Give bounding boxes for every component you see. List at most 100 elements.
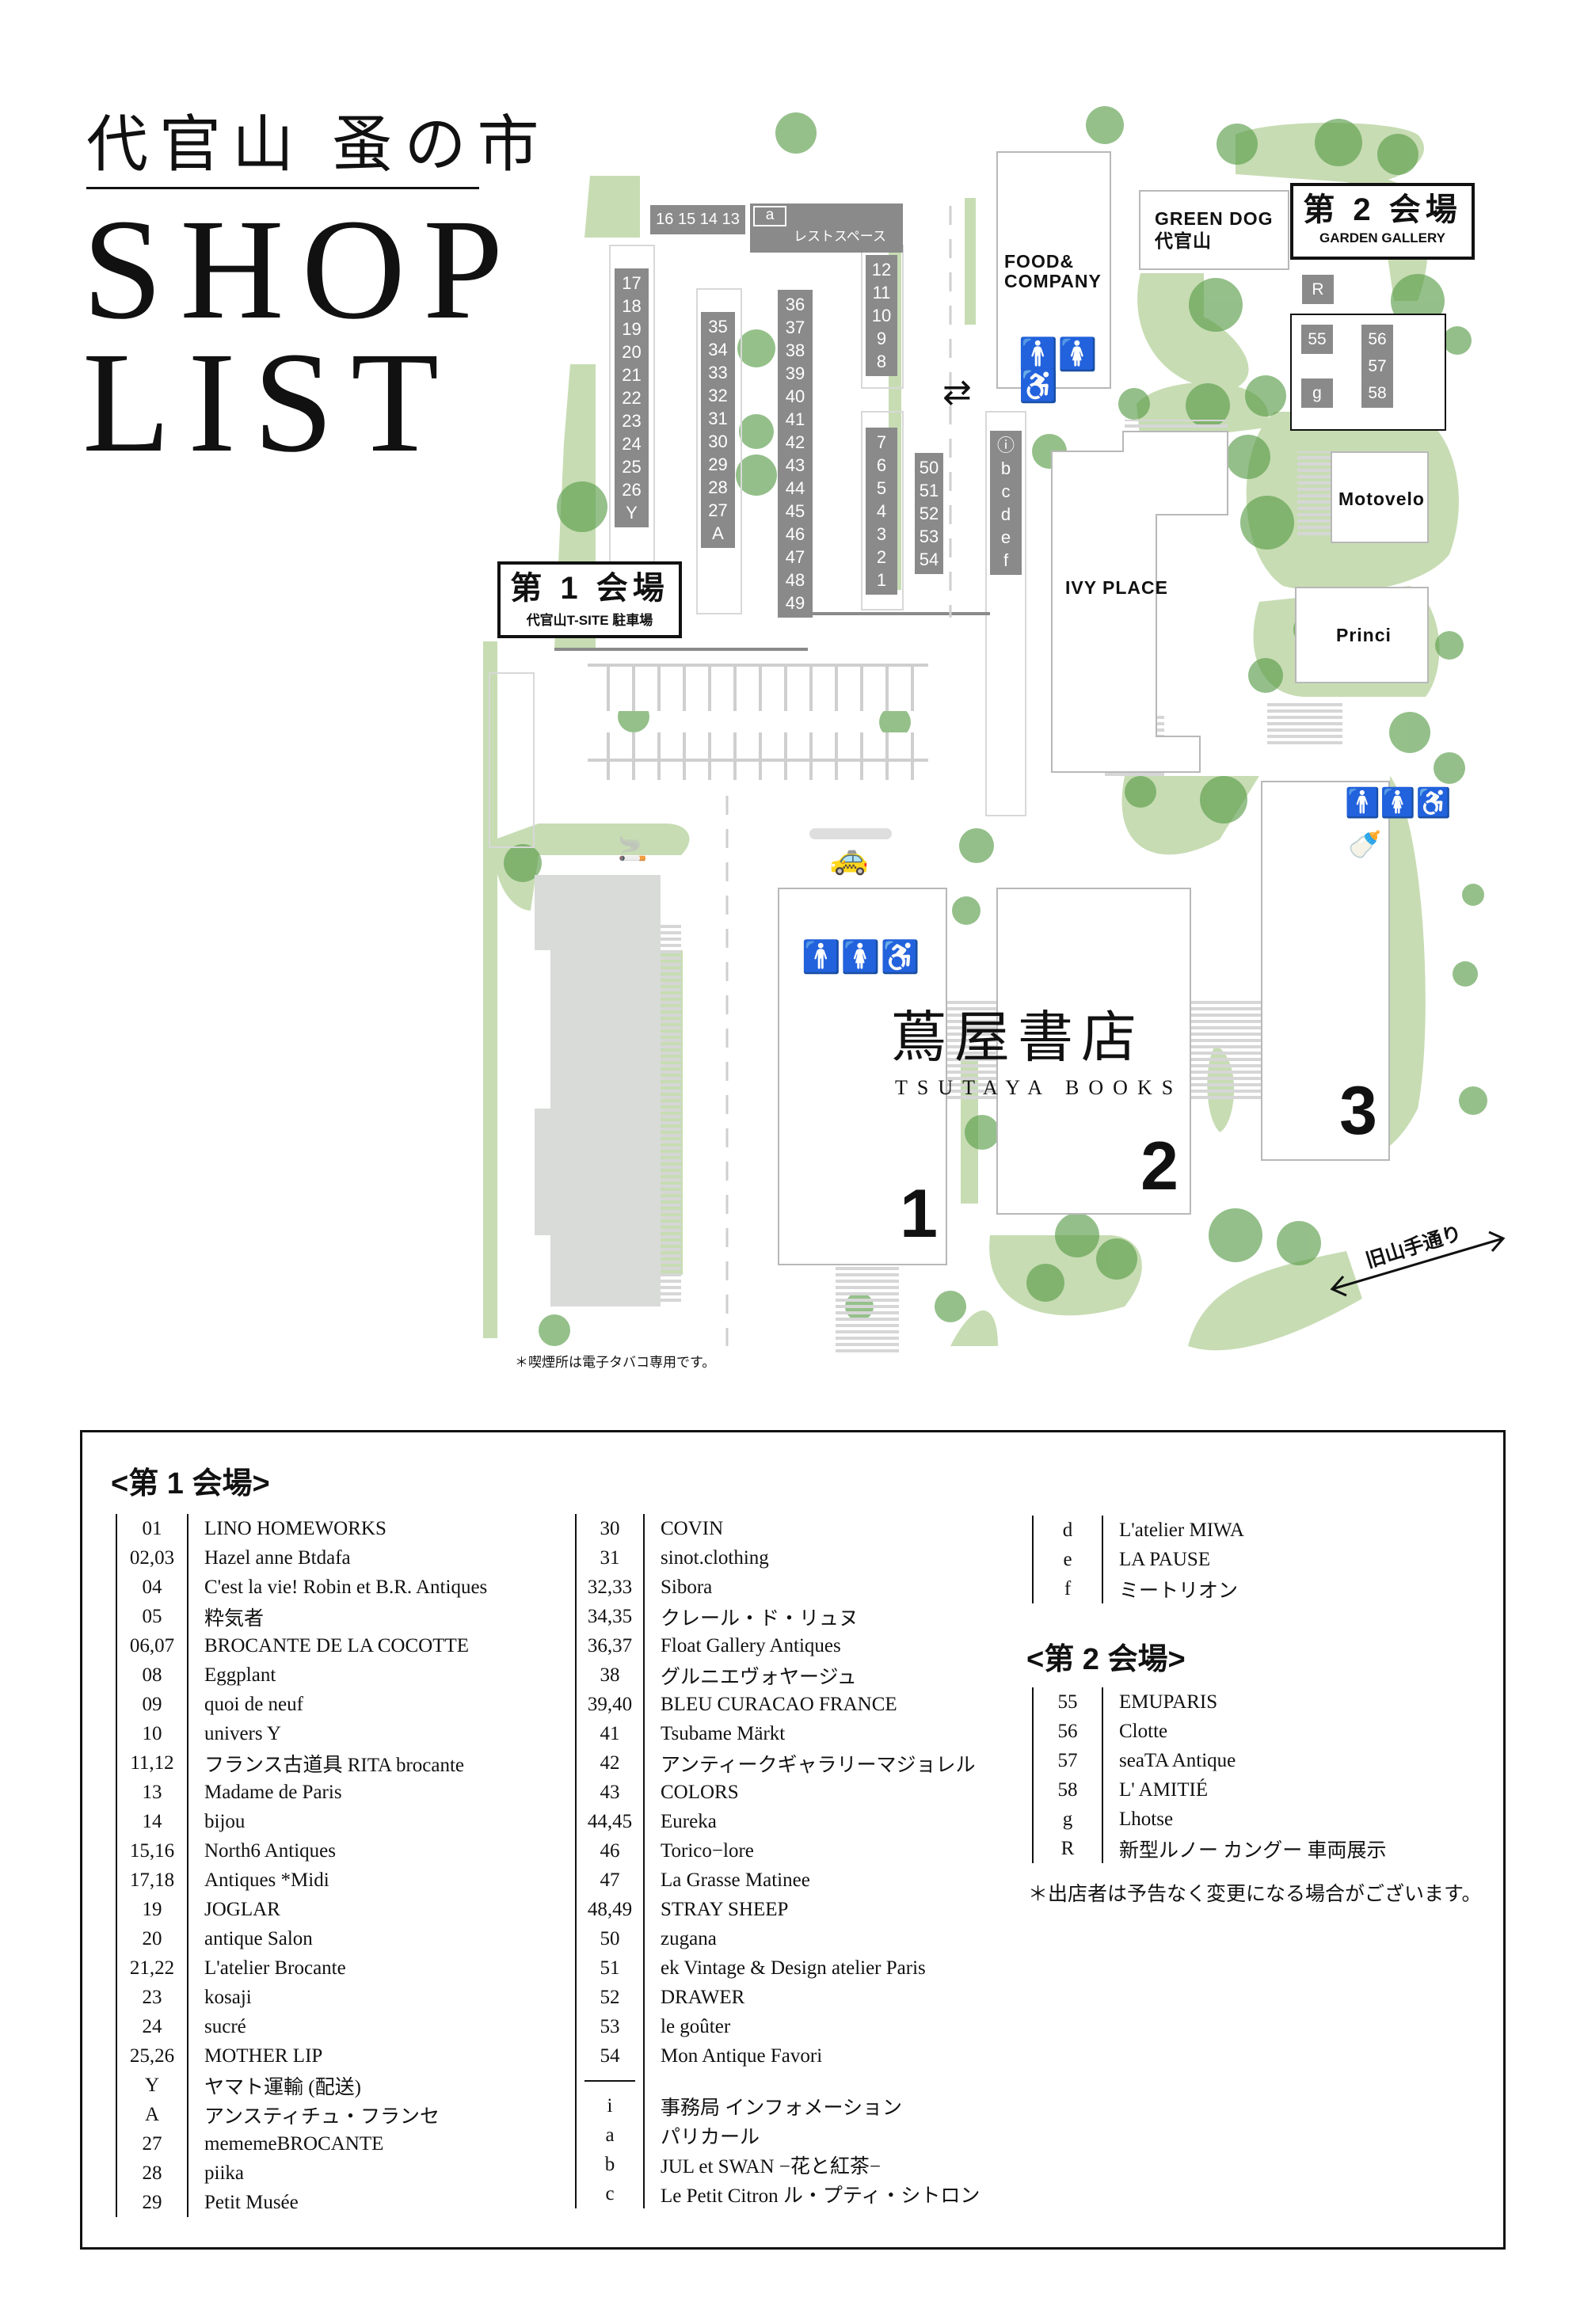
stall-5[interactable]: 5 bbox=[876, 478, 887, 498]
stall-32[interactable]: 32 bbox=[708, 386, 728, 405]
tsutaya-building-2: 2 bbox=[996, 888, 1191, 1215]
stall-8[interactable]: 8 bbox=[876, 352, 887, 371]
stall-a[interactable]: a bbox=[753, 206, 786, 226]
stall-g[interactable]: g bbox=[1301, 378, 1333, 408]
stall-51[interactable]: 51 bbox=[919, 481, 939, 500]
stall-41[interactable]: 41 bbox=[785, 409, 805, 429]
stall-40[interactable]: 40 bbox=[785, 386, 805, 406]
stall-47[interactable]: 47 bbox=[785, 547, 805, 567]
building-food-company: FOOD& COMPANY 🚹🚺♿ bbox=[996, 151, 1111, 402]
stall-number: 31 bbox=[575, 1543, 645, 1573]
stall-17[interactable]: 17 bbox=[622, 273, 642, 293]
title-divider bbox=[86, 187, 479, 189]
stall-42[interactable]: 42 bbox=[785, 432, 805, 452]
stall-number: 34,35 bbox=[575, 1602, 645, 1631]
stall-11[interactable]: 11 bbox=[872, 283, 891, 302]
stall-56-58[interactable]: 56 57 58 bbox=[1361, 325, 1393, 408]
stall-23[interactable]: 23 bbox=[622, 411, 642, 431]
shop-name: zugana bbox=[661, 1927, 717, 1949]
stall-34[interactable]: 34 bbox=[708, 340, 728, 359]
stall-26[interactable]: 26 bbox=[622, 480, 642, 500]
stall-38[interactable]: 38 bbox=[785, 340, 805, 360]
stall-d[interactable]: d bbox=[1000, 504, 1011, 524]
stall-c[interactable]: c bbox=[1001, 481, 1011, 501]
stall-55[interactable]: 55 bbox=[1301, 325, 1333, 354]
stall-18[interactable]: 18 bbox=[622, 296, 642, 316]
title-shop: SHOP bbox=[82, 190, 521, 349]
change-notice: ＊出店者は予告なく変更になる場合がございます。 bbox=[1028, 1884, 1482, 1905]
stall-9[interactable]: 9 bbox=[876, 329, 887, 348]
stall-number: 25,26 bbox=[116, 2041, 188, 2071]
stall-53[interactable]: 53 bbox=[919, 527, 939, 546]
stall-f[interactable]: f bbox=[1003, 550, 1009, 570]
venue2-title: 第 2 会場 bbox=[1303, 192, 1462, 227]
stall-56[interactable]: 56 bbox=[1368, 329, 1387, 348]
stall-29[interactable]: 29 bbox=[708, 455, 728, 474]
stall-number: 36,37 bbox=[575, 1631, 645, 1660]
stall-54[interactable]: 54 bbox=[919, 550, 939, 569]
stall-46[interactable]: 46 bbox=[785, 524, 805, 544]
stall-21[interactable]: 21 bbox=[622, 365, 642, 385]
stall-19[interactable]: 19 bbox=[622, 319, 642, 339]
shop-name: Hazel anne Btdafa bbox=[204, 1546, 351, 1569]
stall-b[interactable]: b bbox=[1000, 458, 1011, 478]
stall-r[interactable]: R bbox=[1302, 275, 1334, 304]
venue1-subtitle: 代官山T-SITE 駐車場 bbox=[526, 613, 653, 628]
stall-52[interactable]: 52 bbox=[919, 504, 939, 523]
stall-e[interactable]: e bbox=[1000, 527, 1011, 547]
venue2-subtitle: GARDEN GALLERY bbox=[1319, 230, 1445, 245]
stall-Y[interactable]: Y bbox=[626, 503, 638, 523]
shop-name: Float Gallery Antiques bbox=[661, 1634, 841, 1656]
stall-row-16-13[interactable]: 16 15 14 13 bbox=[650, 205, 745, 234]
stall-number: 06,07 bbox=[116, 1631, 188, 1660]
stall-number: 46 bbox=[575, 1836, 645, 1866]
stall-22[interactable]: 22 bbox=[622, 388, 642, 408]
stall-24[interactable]: 24 bbox=[622, 434, 642, 454]
stall-58[interactable]: 58 bbox=[1368, 383, 1387, 402]
stall-number: a bbox=[575, 2121, 645, 2150]
stall-info[interactable]: ⓘ bbox=[996, 436, 1015, 455]
stall-2[interactable]: 2 bbox=[876, 547, 887, 567]
stall-31[interactable]: 31 bbox=[708, 409, 728, 428]
stall-57[interactable]: 57 bbox=[1368, 356, 1387, 375]
stall-12[interactable]: 12 bbox=[871, 260, 892, 280]
stall-20[interactable]: 20 bbox=[622, 342, 642, 362]
stall-44[interactable]: 44 bbox=[785, 478, 805, 498]
stall-3[interactable]: 3 bbox=[876, 524, 887, 544]
stall-1[interactable]: 1 bbox=[876, 570, 887, 590]
stall-43[interactable]: 43 bbox=[785, 455, 805, 475]
baby-care-icon: 🍼 bbox=[1348, 830, 1382, 860]
stall-4[interactable]: 4 bbox=[876, 501, 887, 521]
stall-28[interactable]: 28 bbox=[708, 477, 728, 497]
venue2-label-box: 第 2 会場 GARDEN GALLERY bbox=[1290, 183, 1475, 260]
stall-number: 04 bbox=[116, 1573, 188, 1602]
stall-36[interactable]: 36 bbox=[785, 295, 805, 314]
shop-name: Clotte bbox=[1119, 1720, 1168, 1742]
stall-A[interactable]: A bbox=[712, 523, 724, 543]
stall-35[interactable]: 35 bbox=[708, 317, 728, 337]
stall-number: e bbox=[1032, 1545, 1103, 1574]
rest-space[interactable]: a レストスペース bbox=[750, 203, 903, 253]
shop-name: kosaji bbox=[204, 1986, 252, 2008]
stall-25[interactable]: 25 bbox=[622, 457, 642, 477]
stall-number: 13 bbox=[116, 1778, 188, 1807]
stall-33[interactable]: 33 bbox=[708, 363, 728, 382]
stall-6[interactable]: 6 bbox=[876, 455, 887, 475]
stall-27[interactable]: 27 bbox=[708, 500, 728, 520]
stall-45[interactable]: 45 bbox=[785, 501, 805, 521]
stall-49[interactable]: 49 bbox=[785, 593, 805, 613]
stall-37[interactable]: 37 bbox=[785, 318, 805, 337]
shop-name: COLORS bbox=[661, 1781, 739, 1803]
stall-number: 15,16 bbox=[116, 1836, 188, 1866]
stall-39[interactable]: 39 bbox=[785, 363, 805, 383]
stall-48[interactable]: 48 bbox=[785, 570, 805, 590]
shop-name: ヤマト運輸 (配送) bbox=[204, 2076, 361, 2098]
stall-30[interactable]: 30 bbox=[708, 432, 728, 451]
stall-10[interactable]: 10 bbox=[871, 306, 892, 325]
stall-7[interactable]: 7 bbox=[876, 432, 887, 452]
stall-50[interactable]: 50 bbox=[919, 458, 939, 477]
